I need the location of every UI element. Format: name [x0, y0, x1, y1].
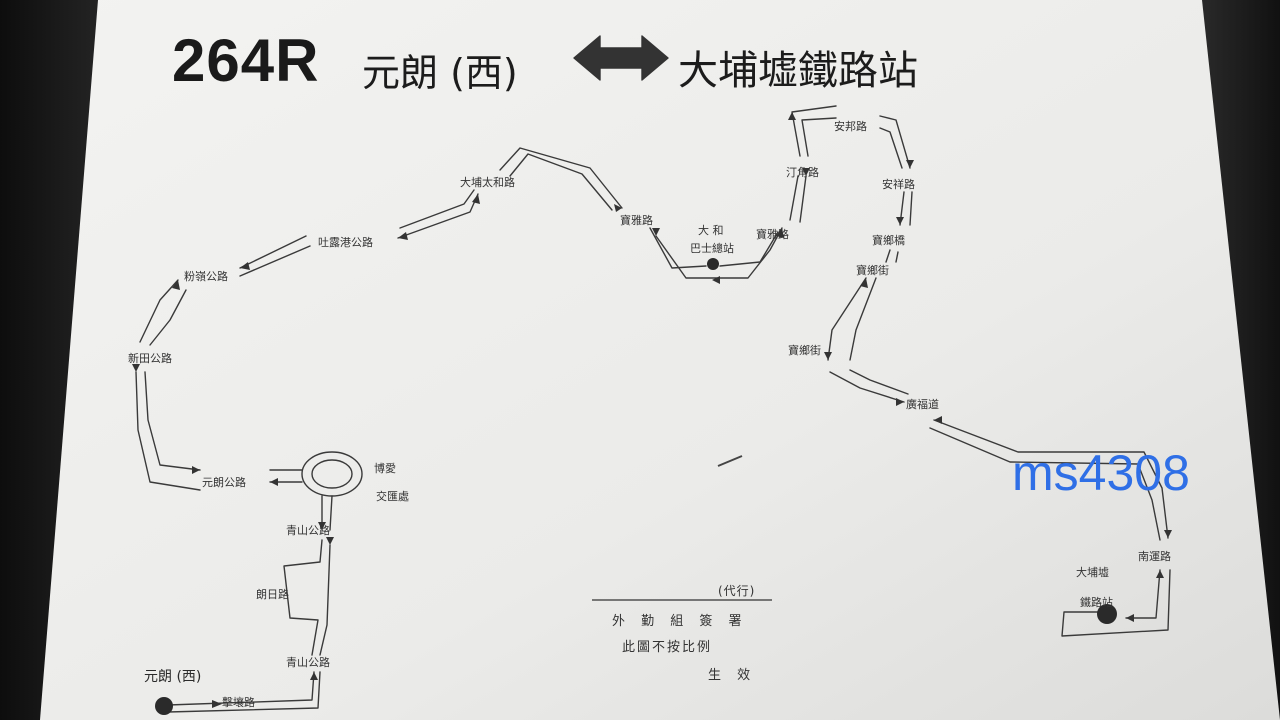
- stop-label: 博愛: [374, 462, 396, 475]
- direction-arrow-icon: [824, 352, 832, 360]
- stop-label: 大 和: [698, 224, 724, 237]
- terminus-tai-po-market-icon: [1097, 604, 1117, 624]
- direction-arrow-icon: [802, 168, 810, 176]
- direction-arrow-icon: [270, 478, 278, 486]
- direction-arrow-icon: [326, 537, 334, 545]
- route-number: 264R: [172, 27, 320, 94]
- direction-arrow-icon: [934, 416, 942, 424]
- direction-arrow-icon: [788, 112, 796, 120]
- direction-arrow-icon: [192, 466, 200, 474]
- terminus-yuen-long-icon: [155, 697, 173, 715]
- stop-label: 寶鄉橋: [872, 234, 905, 247]
- direction-arrow-icon: [776, 228, 784, 238]
- direction-arrow-icon: [318, 522, 326, 530]
- signature-note: (代行): [718, 584, 756, 598]
- stop-label: 寶雅路: [756, 228, 789, 241]
- stop-label: 青山公路: [286, 524, 330, 537]
- effective-note: 生 效: [708, 668, 757, 683]
- department-note: 外 勤 組 簽 署: [612, 614, 748, 629]
- double-arrow-icon: [573, 35, 669, 81]
- stop-label: 鐵路站: [1080, 596, 1113, 609]
- stop-label: 寶雅路: [620, 214, 653, 227]
- direction-arrow-icon: [712, 276, 720, 284]
- stop-label: 粉嶺公路: [184, 270, 228, 283]
- stop-label: 安祥路: [882, 178, 915, 191]
- stop-label: 寶鄉街: [788, 344, 821, 357]
- direction-arrow-icon: [398, 232, 408, 240]
- stop-label: 朗日路: [256, 588, 289, 601]
- stop-label: 青山公路: [286, 656, 330, 669]
- direction-arrow-icon: [172, 280, 180, 290]
- stop-label: 南運路: [1138, 550, 1171, 563]
- stop-label: 寶鄉街: [856, 264, 889, 277]
- direction-arrow-icon: [212, 700, 222, 708]
- direction-arrow-icon: [614, 204, 622, 212]
- stop-label: 大埔太和路: [460, 176, 515, 189]
- direction-arrow-icon: [240, 262, 250, 270]
- terminus-tai-wo-icon: [707, 258, 719, 270]
- stop-label: 廣福道: [906, 398, 939, 411]
- direction-arrow-icon: [860, 278, 868, 288]
- stop-label: 汀角路: [786, 166, 819, 179]
- stop-label: 安邦路: [834, 120, 867, 133]
- scale-note: 此圖不按比例: [622, 640, 713, 655]
- stop-label: 交匯處: [376, 490, 409, 503]
- direction-arrow-icon: [310, 672, 318, 680]
- stop-label: 元朗 (西): [144, 669, 202, 685]
- direction-arrow-icon: [1156, 570, 1164, 578]
- direction-arrow-icon: [1164, 530, 1172, 538]
- direction-arrow-icon: [652, 228, 660, 236]
- stop-label: 巴士總站: [690, 242, 734, 255]
- stop-label: 擊壤路: [222, 696, 255, 709]
- stop-label: 元朗公路: [202, 476, 246, 489]
- stop-label: 吐露港公路: [318, 236, 373, 249]
- stop-label: 新田公路: [128, 352, 172, 365]
- direction-arrow-icon: [896, 217, 904, 225]
- direction-arrow-icon: [132, 364, 140, 372]
- watermark-text: ms4308: [1012, 445, 1190, 501]
- direction-arrow-icon: [906, 160, 914, 168]
- route-origin: 元朗 (西): [362, 51, 518, 95]
- direction-arrow-icon: [1126, 614, 1134, 622]
- stop-label: 大埔墟: [1076, 566, 1109, 579]
- direction-arrow-icon: [472, 194, 480, 204]
- direction-arrow-icon: [896, 398, 904, 406]
- route-destination: 大埔墟鐵路站: [678, 48, 918, 94]
